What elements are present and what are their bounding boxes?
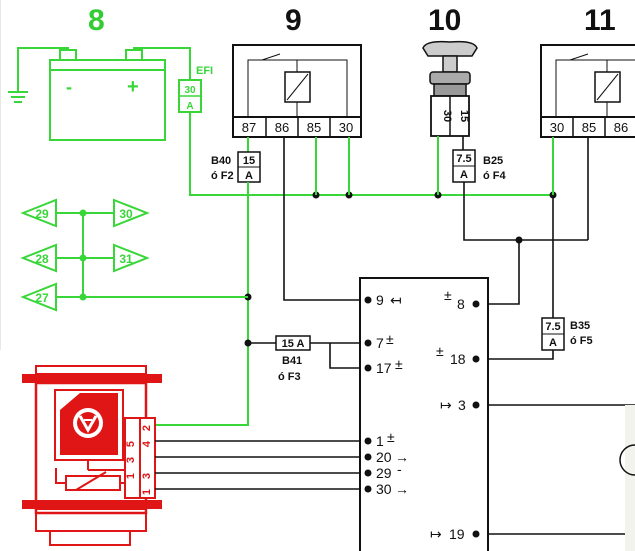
- svg-text:A: A: [460, 169, 468, 181]
- svg-text:7: 7: [376, 335, 384, 351]
- ecu-pin-20: 20 →: [364, 449, 409, 465]
- ignition-pin-30: 30: [441, 110, 453, 122]
- svg-text:15 A: 15 A: [282, 338, 305, 350]
- connector-group: 29 30 28 31 27: [20, 198, 248, 312]
- fuse-b41: 15 A: [275, 335, 311, 351]
- fuse-b41-alt: ó F3: [278, 371, 301, 383]
- fuse-b25: 7.5 A: [452, 149, 476, 183]
- ecu-pin-7: 7 ±: [364, 331, 394, 351]
- relay11-pin-86: 86: [614, 120, 628, 135]
- relay-9: 87 86 85 30: [232, 44, 362, 138]
- ecu-box: [359, 277, 489, 551]
- fuse-b40-name: B40: [211, 155, 231, 167]
- relay9-pin-85: 85: [307, 120, 321, 135]
- ecu-pin-30: 30 →: [364, 481, 409, 497]
- column-number-9: 9: [285, 4, 302, 37]
- svg-text:18: 18: [450, 351, 466, 367]
- ignition-switch-key-icon: 30 15: [422, 40, 478, 137]
- efi-fuse: 30 A: [178, 79, 202, 113]
- svg-text:17: 17: [376, 360, 392, 376]
- svg-text:±: ±: [386, 331, 394, 347]
- svg-text:29: 29: [376, 465, 392, 481]
- fuse-b40: 15 A: [237, 151, 261, 183]
- svg-text:→: →: [395, 481, 409, 497]
- sensor-pin-1a: 1: [125, 473, 137, 479]
- connector-30: 30: [113, 198, 150, 228]
- sensor-pin-3b: 3: [141, 473, 153, 479]
- svg-text:31: 31: [119, 252, 133, 266]
- svg-text:19: 19: [449, 526, 465, 542]
- svg-text:±: ±: [436, 343, 444, 359]
- svg-text:7.5: 7.5: [545, 321, 560, 333]
- relay9-pin-86: 86: [275, 120, 289, 135]
- relay11-pin-85: 85: [582, 120, 596, 135]
- fuse-b35: 7.5 A: [541, 317, 565, 351]
- svg-text:9: 9: [376, 292, 384, 308]
- sensor-pin-5: 5: [125, 441, 137, 447]
- battery: - +: [49, 49, 166, 141]
- sensor-pin-3a: 3: [125, 457, 137, 463]
- connector-27: 27: [20, 282, 57, 312]
- ecu-pin-18: ± 18: [436, 343, 480, 367]
- ecu-pin-3: ↦ 3: [440, 397, 480, 413]
- svg-text:8: 8: [457, 296, 465, 312]
- throttle-sensor-icon: [73, 408, 103, 438]
- svg-text:7.5: 7.5: [456, 153, 471, 165]
- efi-label: EFI: [196, 65, 213, 77]
- sensor-pin-1b: 1: [141, 489, 153, 495]
- fuse-b35-alt: ó F5: [570, 335, 593, 347]
- svg-text:30: 30: [184, 85, 196, 96]
- svg-text:28: 28: [35, 252, 49, 266]
- svg-text:15: 15: [243, 155, 255, 167]
- fuse-b35-name: B35: [570, 320, 590, 332]
- svg-text:27: 27: [35, 291, 49, 305]
- svg-text:3: 3: [458, 397, 466, 413]
- svg-text:→: →: [395, 449, 409, 465]
- relay11-pin-30: 30: [550, 120, 564, 135]
- svg-text:A: A: [549, 337, 557, 349]
- ecu-pin-17: 17 ±: [364, 356, 403, 376]
- svg-text:A: A: [245, 170, 253, 182]
- ecu-pin-19: ↦ 19: [430, 526, 480, 542]
- ecu-pin-29: 29 -: [364, 461, 402, 481]
- svg-text:±: ±: [387, 429, 395, 445]
- relay9-pin-87: 87: [242, 120, 256, 135]
- svg-text:↦: ↦: [430, 526, 442, 542]
- svg-text:30: 30: [376, 481, 392, 497]
- ground-icon: [8, 91, 28, 103]
- svg-text:-: -: [397, 461, 402, 477]
- battery-plus-label: +: [127, 76, 139, 98]
- fuse-b41-name: B41: [282, 355, 302, 367]
- svg-text:29: 29: [35, 207, 49, 221]
- connector-29: 29: [20, 198, 57, 228]
- column-number-8: 8: [88, 4, 105, 37]
- svg-text:±: ±: [395, 356, 403, 372]
- relay9-pin-30: 30: [339, 120, 353, 135]
- connector-28: 28: [20, 243, 57, 273]
- fuse-b25-alt: ó F4: [483, 170, 506, 182]
- column-number-10: 10: [428, 4, 461, 37]
- connector-31: 31: [113, 243, 150, 273]
- svg-text:±: ±: [444, 287, 452, 303]
- svg-text:20: 20: [376, 449, 392, 465]
- svg-text:↤: ↤: [390, 292, 402, 308]
- battery-minus-label: -: [66, 77, 72, 97]
- svg-text:A: A: [186, 101, 193, 112]
- svg-text:1: 1: [376, 433, 384, 449]
- fuse-b40-alt: ó F2: [211, 170, 234, 182]
- svg-text:↦: ↦: [440, 397, 452, 413]
- sensor-pin-2: 2: [141, 425, 153, 431]
- ecu-pin-8: ± 8: [444, 287, 480, 312]
- relay-11: 30 85 86: [540, 44, 635, 138]
- sensor-component: 2 4 5 3 1 3 1: [22, 365, 162, 546]
- column-number-11: 11: [584, 4, 616, 37]
- ecu-pin-9: 9 ↤: [364, 292, 402, 308]
- svg-text:30: 30: [119, 207, 133, 221]
- ignition-pin-15: 15: [458, 110, 470, 122]
- sensor-pin-4: 4: [141, 440, 153, 447]
- ecu-pin-1: 1 ±: [364, 429, 395, 449]
- fuse-b25-name: B25: [483, 155, 503, 167]
- offpage-component: [619, 405, 635, 551]
